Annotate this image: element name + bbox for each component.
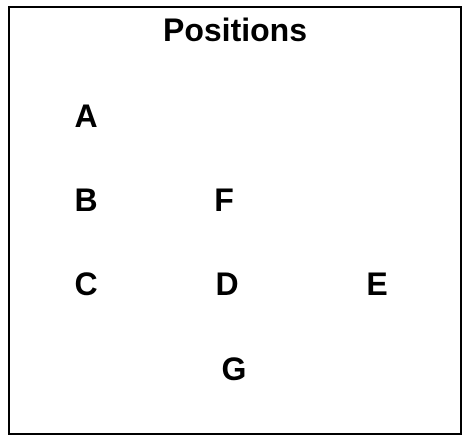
diagram-title: Positions: [162, 12, 307, 48]
position-label-b: B: [74, 182, 98, 218]
position-label-e: E: [366, 266, 388, 302]
position-label-d: D: [215, 266, 239, 302]
position-label-g: G: [221, 351, 247, 387]
diagram-frame: [8, 6, 462, 435]
position-label-a: A: [74, 98, 98, 134]
position-label-f: F: [214, 182, 234, 218]
position-label-c: C: [74, 266, 98, 302]
